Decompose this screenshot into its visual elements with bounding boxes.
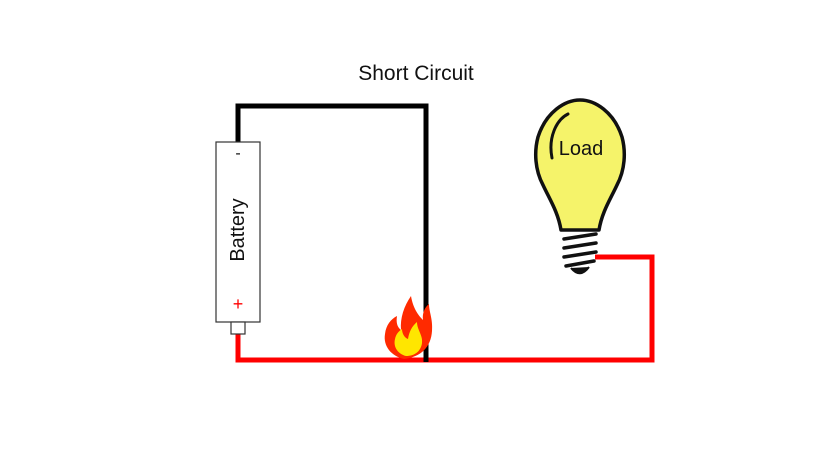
negative-wire: [235, 103, 429, 362]
bulb-contact: [570, 266, 590, 275]
flame-inner: [394, 322, 423, 356]
battery-icon: - Battery +: [215, 141, 261, 335]
battery-positive-terminal: [230, 321, 246, 335]
positive-wire: [235, 254, 655, 363]
lightbulb-icon: Load: [533, 98, 627, 275]
diagram-title: Short Circuit: [358, 62, 474, 85]
bulb-glass: [533, 98, 627, 232]
fire-icon: [384, 296, 433, 359]
battery-body: [215, 141, 261, 323]
battery-label: Battery: [227, 198, 249, 261]
bulb-base: [562, 232, 598, 268]
battery-positive-symbol: +: [233, 294, 244, 314]
bulb-highlight: [549, 112, 570, 160]
battery-negative-symbol: -: [235, 145, 240, 162]
load-label: Load: [559, 138, 604, 160]
